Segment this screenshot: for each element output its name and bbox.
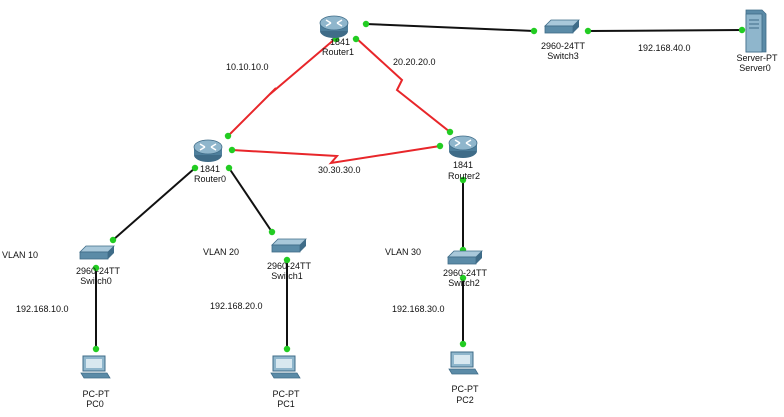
switch-icon[interactable]	[271, 238, 307, 253]
vlan-label-20: VLAN 20	[203, 247, 240, 257]
pc-icon[interactable]	[80, 355, 111, 379]
port-lights	[92, 20, 746, 353]
network-label-r1-r2: 20.20.20.0	[393, 57, 436, 67]
switch2-name: Switch2	[448, 278, 480, 288]
port-light	[459, 340, 467, 348]
switch3-name: Switch3	[547, 51, 579, 61]
pc1-name: PC1	[277, 399, 295, 409]
port-light	[446, 128, 454, 136]
port-light	[352, 35, 360, 43]
network-label-lan0: 192.168.10.0	[16, 304, 69, 314]
pc2-model: PC-PT	[451, 384, 479, 394]
pc0-name: PC0	[86, 399, 104, 409]
port-light	[92, 264, 100, 272]
network-label-r0-r2: 30.30.30.0	[318, 165, 361, 175]
link-router0-switch1[interactable]	[228, 167, 273, 233]
switch-icon[interactable]	[447, 250, 483, 265]
router0-model: 1841	[199, 164, 221, 174]
vlan-label-30: VLAN 30	[385, 247, 422, 257]
network-label-lan1: 192.168.20.0	[210, 301, 263, 311]
link-router0-router1[interactable]	[227, 37, 337, 137]
server0-model: Server-PT	[736, 53, 778, 63]
port-light	[228, 146, 236, 154]
port-light	[224, 132, 232, 140]
router-icon[interactable]	[448, 135, 478, 158]
port-light	[268, 228, 276, 236]
server0-name: Server0	[739, 63, 771, 73]
link-router1-switch3[interactable]	[365, 23, 535, 32]
pc2-name: PC2	[456, 395, 474, 405]
port-light	[283, 256, 291, 264]
switch-icon[interactable]	[79, 245, 115, 260]
port-light	[459, 176, 467, 184]
link-switch3-server0[interactable]	[587, 29, 743, 32]
network-label-server: 192.168.40.0	[638, 43, 691, 53]
port-light	[738, 26, 746, 34]
router-icon[interactable]	[319, 15, 349, 38]
router2-name: Router2	[447, 171, 481, 181]
switch0-model: 2960-24TT	[75, 266, 121, 276]
network-label-r0-r1: 10.10.10.0	[226, 62, 269, 72]
port-light	[92, 345, 100, 353]
link-router0-switch0[interactable]	[112, 167, 196, 241]
switch1-model: 2960-24TT	[266, 261, 312, 271]
network-label-lan2: 192.168.30.0	[392, 304, 445, 314]
port-light	[530, 27, 538, 35]
links	[95, 23, 743, 350]
port-light	[109, 236, 117, 244]
router2-model: 1841	[452, 160, 474, 170]
switch2-model: 2960-24TT	[442, 268, 488, 278]
router0-name: Router0	[193, 174, 227, 184]
port-light	[436, 142, 444, 150]
port-light	[459, 274, 467, 282]
router1-model: 1841	[329, 37, 351, 47]
port-light	[283, 345, 291, 353]
pc1-model: PC-PT	[272, 389, 300, 399]
server-icon[interactable]	[745, 9, 767, 53]
pc-icon[interactable]	[448, 351, 479, 375]
switch0-name: Switch0	[80, 276, 112, 286]
router-icon[interactable]	[193, 139, 223, 162]
switch1-name: Switch1	[271, 271, 303, 281]
switch3-model: 2960-24TT	[540, 41, 586, 51]
pc0-model: PC-PT	[82, 389, 110, 399]
vlan-label-10: VLAN 10	[2, 250, 39, 260]
port-light	[584, 27, 592, 35]
router1-name: Router1	[321, 47, 355, 57]
link-router1-router2[interactable]	[355, 37, 451, 133]
port-light	[225, 164, 233, 172]
port-light	[362, 20, 370, 28]
pc-icon[interactable]	[270, 355, 301, 379]
link-router0-router2[interactable]	[231, 145, 441, 165]
switch-icon[interactable]	[544, 19, 580, 34]
port-light	[191, 164, 199, 172]
